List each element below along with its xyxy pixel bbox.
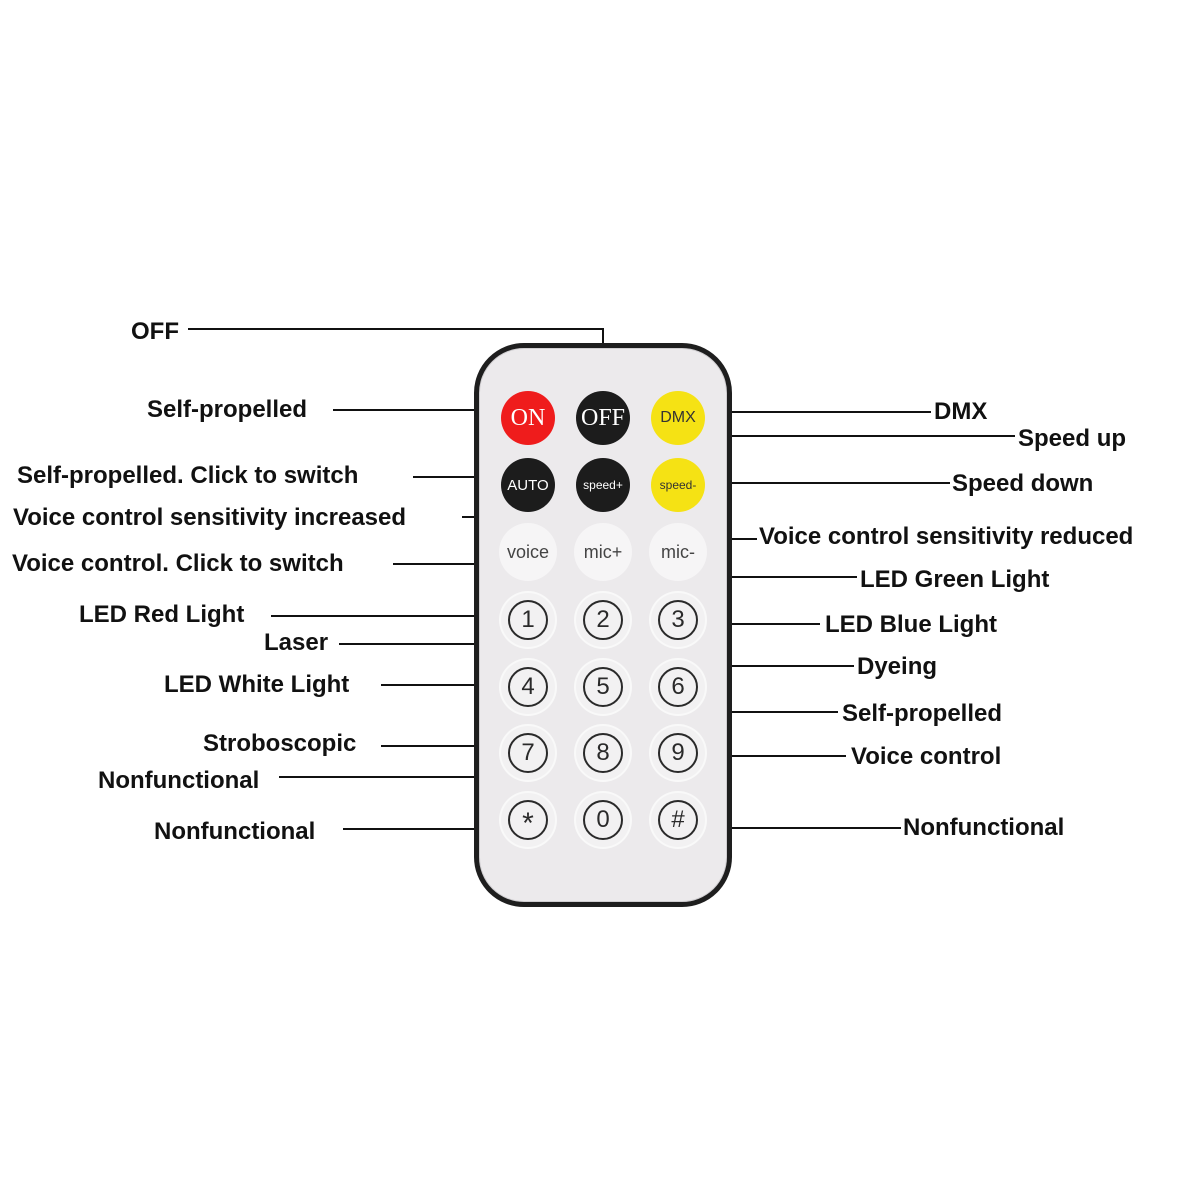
callout-speed-up: Speed up: [1018, 425, 1127, 452]
callout-voice: Voice control. Click to switch: [12, 550, 344, 577]
key-6-button[interactable]: 6: [651, 660, 705, 714]
callout-key-8: Self-propelled: [842, 700, 1003, 727]
callout-key-3: LED Blue Light: [825, 611, 997, 638]
key-3-button[interactable]: 3: [651, 593, 705, 647]
callout-key-0: Nonfunctional: [98, 767, 260, 794]
callout-key-6: Dyeing: [857, 653, 938, 680]
key-8-label: 8: [583, 733, 623, 773]
on-button[interactable]: ON: [501, 391, 555, 445]
key-5-label: 5: [583, 667, 623, 707]
mic-down-button[interactable]: mic-: [649, 523, 707, 581]
speed-up-button[interactable]: speed+: [576, 458, 630, 512]
key-0-button[interactable]: 0: [576, 793, 630, 847]
callout-key-2: LED Green Light: [860, 566, 1050, 593]
callout-key-1: LED Red Light: [79, 601, 245, 628]
speed-down-button[interactable]: speed-: [651, 458, 705, 512]
voice-button[interactable]: voice: [499, 523, 557, 581]
key-2-button[interactable]: 2: [576, 593, 630, 647]
key-0-label: 0: [583, 800, 623, 840]
key-4-button[interactable]: 4: [501, 660, 555, 714]
key-hash-button[interactable]: #: [651, 793, 705, 847]
callout-dmx: DMX: [934, 398, 988, 425]
callout-mic-down: Voice control sensitivity reduced: [759, 523, 1134, 550]
callout-on: Self-propelled: [147, 396, 308, 423]
key-7-label: 7: [508, 733, 548, 773]
callout-key-7: Stroboscopic: [203, 730, 357, 757]
callout-off: OFF: [131, 318, 179, 345]
callout-key-9: Voice control: [851, 743, 1002, 770]
callout-key-star: Nonfunctional: [154, 818, 316, 845]
key-1-button[interactable]: 1: [501, 593, 555, 647]
key-5-button[interactable]: 5: [576, 660, 630, 714]
callout-key-5: Laser: [264, 629, 329, 656]
callout-key-hash: Nonfunctional: [903, 814, 1065, 841]
key-7-button[interactable]: 7: [501, 726, 555, 780]
key-3-label: 3: [658, 600, 698, 640]
callout-speed-down: Speed down: [952, 470, 1094, 497]
callout-key-4: LED White Light: [164, 671, 350, 698]
key-4-label: 4: [508, 667, 548, 707]
key-8-button[interactable]: 8: [576, 726, 630, 780]
key-6-label: 6: [658, 667, 698, 707]
dmx-button[interactable]: DMX: [651, 391, 705, 445]
key-1-label: 1: [508, 600, 548, 640]
key-9-label: 9: [658, 733, 698, 773]
callout-auto: Self-propelled. Click to switch: [17, 462, 359, 489]
mic-up-button[interactable]: mic+: [574, 523, 632, 581]
key-star-label: *: [508, 800, 548, 840]
off-button[interactable]: OFF: [576, 391, 630, 445]
key-2-label: 2: [583, 600, 623, 640]
auto-button[interactable]: AUTO: [501, 458, 555, 512]
key-hash-label: #: [658, 800, 698, 840]
callout-mic-up: Voice control sensitivity increased: [13, 504, 407, 531]
key-star-button[interactable]: *: [501, 793, 555, 847]
key-9-button[interactable]: 9: [651, 726, 705, 780]
